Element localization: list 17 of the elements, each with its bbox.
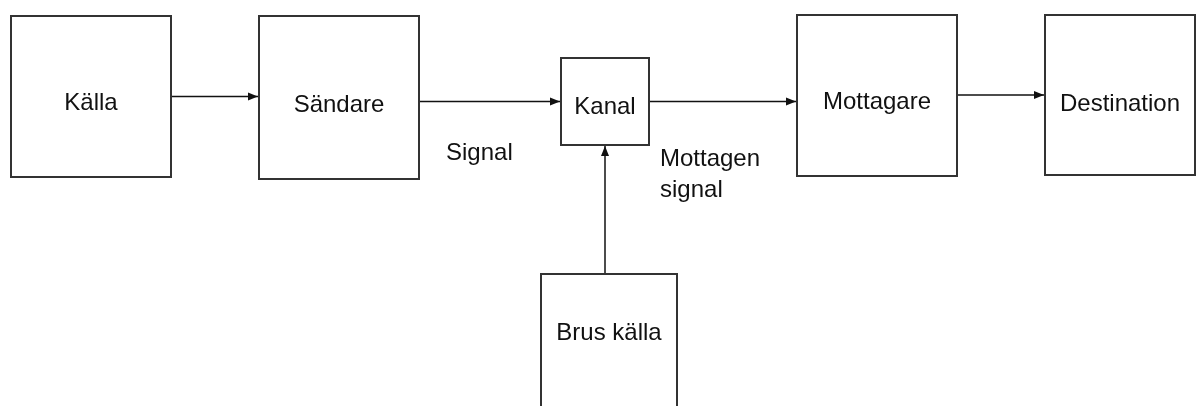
box-label: Sändare <box>292 89 386 119</box>
arrow <box>957 91 1045 99</box>
process-box <box>540 273 678 406</box>
process-box <box>1044 14 1196 176</box>
arrow <box>171 92 259 101</box>
box-label: Destination <box>1058 88 1182 118</box>
arrow <box>601 145 609 274</box>
box-label: Källa <box>63 87 119 117</box>
arrow <box>649 97 797 106</box>
process-box <box>10 15 172 178</box>
arrow <box>419 97 561 106</box>
box-label: Mottagare <box>821 86 933 116</box>
process-box <box>258 15 420 180</box>
process-box <box>560 57 650 146</box>
process-box <box>796 14 958 177</box>
box-label: Brus källa <box>555 317 663 347</box>
box-label: Kanal <box>573 91 637 121</box>
